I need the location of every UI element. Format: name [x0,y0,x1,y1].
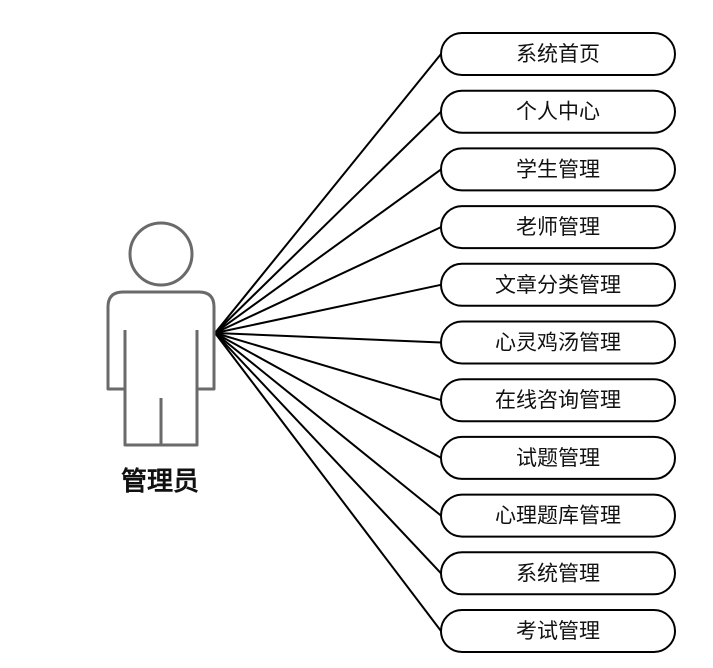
association-line [214,226,442,334]
use-case-label: 学生管理 [516,157,600,181]
use-case-ellipse [440,89,676,134]
use-case-label: 个人中心 [516,100,600,124]
use-case-label: 心理题库管理 [495,504,621,528]
use-case: 系统首页 [440,32,676,76]
use-case: 心灵鸡汤管理 [440,320,676,365]
use-case-label: 考试管理 [516,619,600,643]
use-case-ellipse [440,262,676,307]
association-line [214,332,442,459]
use-case: 文章分类管理 [440,262,676,307]
use-case: 系统管理 [440,551,676,596]
use-case-label: 心灵鸡汤管理 [495,331,621,355]
use-case-ellipse [440,609,676,653]
use-case-label: 老师管理 [516,215,600,239]
use-case-ellipse [440,378,676,423]
use-case: 在线咨询管理 [440,378,676,423]
use-case-label: 系统管理 [516,561,600,585]
use-case-label: 试题管理 [516,446,600,470]
use-case-ellipse [440,147,676,192]
use-case-ellipse [440,493,676,538]
use-case: 学生管理 [440,147,676,192]
actor-head [128,221,194,287]
use-case-ellipse [440,320,676,365]
association-line [214,332,442,517]
use-case-label: 系统首页 [516,42,600,66]
use-case-ellipse [440,205,676,250]
use-case-ellipse [440,32,676,76]
use-case-label: 文章分类管理 [495,273,621,297]
association-line [214,168,442,334]
use-case: 考试管理 [440,609,676,653]
association-line [214,332,442,402]
actor-label: 管理员 [121,467,199,497]
association-line [214,332,442,574]
use-case: 心理题库管理 [440,493,676,538]
use-case-label: 在线咨询管理 [495,388,621,412]
use-case: 个人中心 [440,89,676,134]
use-case-ellipse [440,435,676,480]
actor-figure: 管理员 [106,221,216,497]
use-case-ellipse [440,551,676,596]
association-lines [214,53,442,632]
use-case: 老师管理 [440,205,676,250]
use-cases: 系统首页个人中心学生管理老师管理文章分类管理心灵鸡汤管理在线咨询管理试题管理心理… [440,32,676,653]
association-line [214,53,442,334]
association-line [214,332,442,632]
use-case: 试题管理 [440,435,676,480]
association-line [214,332,442,344]
association-line [214,283,442,334]
actor-body [106,290,216,447]
association-line [214,110,442,334]
